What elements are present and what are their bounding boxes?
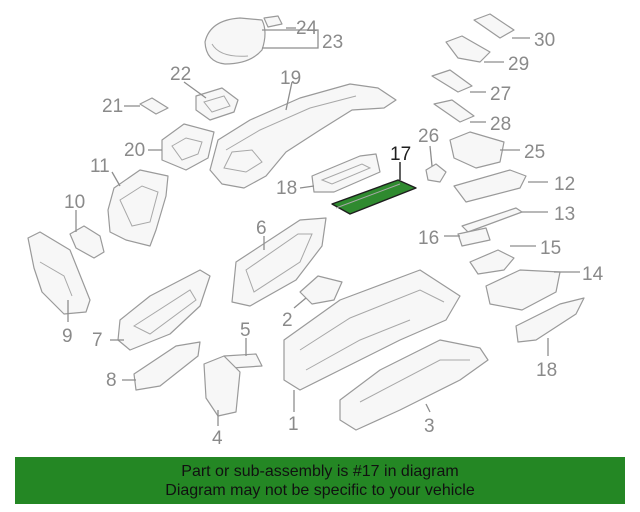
parts-diagram: 24 23 19 21 22 20 11 10 9 6 7 2 5 8 4 1 … (27, 13, 604, 449)
callout-6: 6 (256, 218, 267, 239)
part-22-bezel (195, 87, 239, 121)
callout-17: 17 (390, 144, 411, 165)
callout-11: 11 (90, 156, 110, 177)
part-28-pad (433, 99, 475, 123)
callout-27: 27 (490, 84, 511, 105)
part-20-switch-panel (161, 123, 215, 171)
part-17-highlighted (331, 179, 417, 215)
part-2-pad (299, 275, 343, 305)
callout-16: 16 (418, 228, 439, 249)
part-23-armrest-lid (204, 17, 266, 65)
callout-30: 30 (534, 30, 555, 51)
part-10-bracket (69, 225, 105, 259)
callout-26: 26 (418, 126, 439, 147)
part-4-bracket (203, 355, 241, 417)
callout-5: 5 (240, 320, 251, 341)
part-12-trim (453, 169, 527, 203)
part-6-side-trim (231, 217, 327, 307)
callout-13: 13 (554, 204, 575, 225)
callout-8: 8 (106, 370, 117, 391)
callout-7: 7 (92, 330, 103, 351)
callout-23: 23 (322, 32, 343, 53)
callout-12: 12 (554, 174, 575, 195)
part-15-clip (469, 249, 515, 275)
info-banner: Part or sub-assembly is #17 in diagram D… (15, 457, 625, 504)
callout-1: 1 (288, 414, 299, 435)
callout-10: 10 (64, 192, 85, 213)
part-18-lower-trim (515, 297, 585, 343)
part-27-pad (431, 69, 473, 93)
callout-18-lower: 18 (536, 360, 557, 381)
part-19-console-top (209, 83, 397, 189)
callout-15: 15 (540, 238, 561, 259)
part-25-bracket (449, 131, 505, 169)
callout-21: 21 (102, 96, 123, 117)
part-13-rod (461, 207, 523, 233)
part-30-mat (473, 13, 515, 39)
part-8-bracket (133, 341, 201, 391)
callout-14: 14 (582, 264, 604, 285)
part-11-bracket (107, 169, 169, 247)
part-14-bin (485, 269, 561, 311)
part-24-clip (263, 15, 283, 28)
callout-24: 24 (296, 18, 318, 39)
callout-19: 19 (280, 68, 301, 89)
callout-3: 3 (424, 416, 435, 437)
part-7-lower-trim (117, 269, 211, 351)
banner-line-2: Diagram may not be specific to your vehi… (165, 482, 475, 499)
banner-line-1: Part or sub-assembly is #17 in diagram (181, 463, 459, 480)
part-9-side-panel (27, 231, 91, 315)
callout-25: 25 (524, 142, 545, 163)
callout-20: 20 (124, 140, 145, 161)
part-21-pad (139, 97, 169, 115)
part-18-upper-trim (311, 153, 381, 193)
part-1-console-frame (283, 269, 461, 391)
callout-9: 9 (62, 326, 73, 347)
callout-4: 4 (212, 428, 223, 449)
callout-2: 2 (282, 310, 293, 331)
leader-lines (67, 27, 580, 426)
part-3-lower-frame (339, 339, 489, 431)
part-29-mat (445, 35, 491, 63)
callout-18-upper: 18 (276, 178, 297, 199)
callout-28: 28 (490, 114, 511, 135)
callout-22: 22 (170, 64, 191, 85)
part-16-strip (457, 227, 491, 247)
part-26-clip (425, 163, 447, 183)
callout-29: 29 (508, 54, 529, 75)
